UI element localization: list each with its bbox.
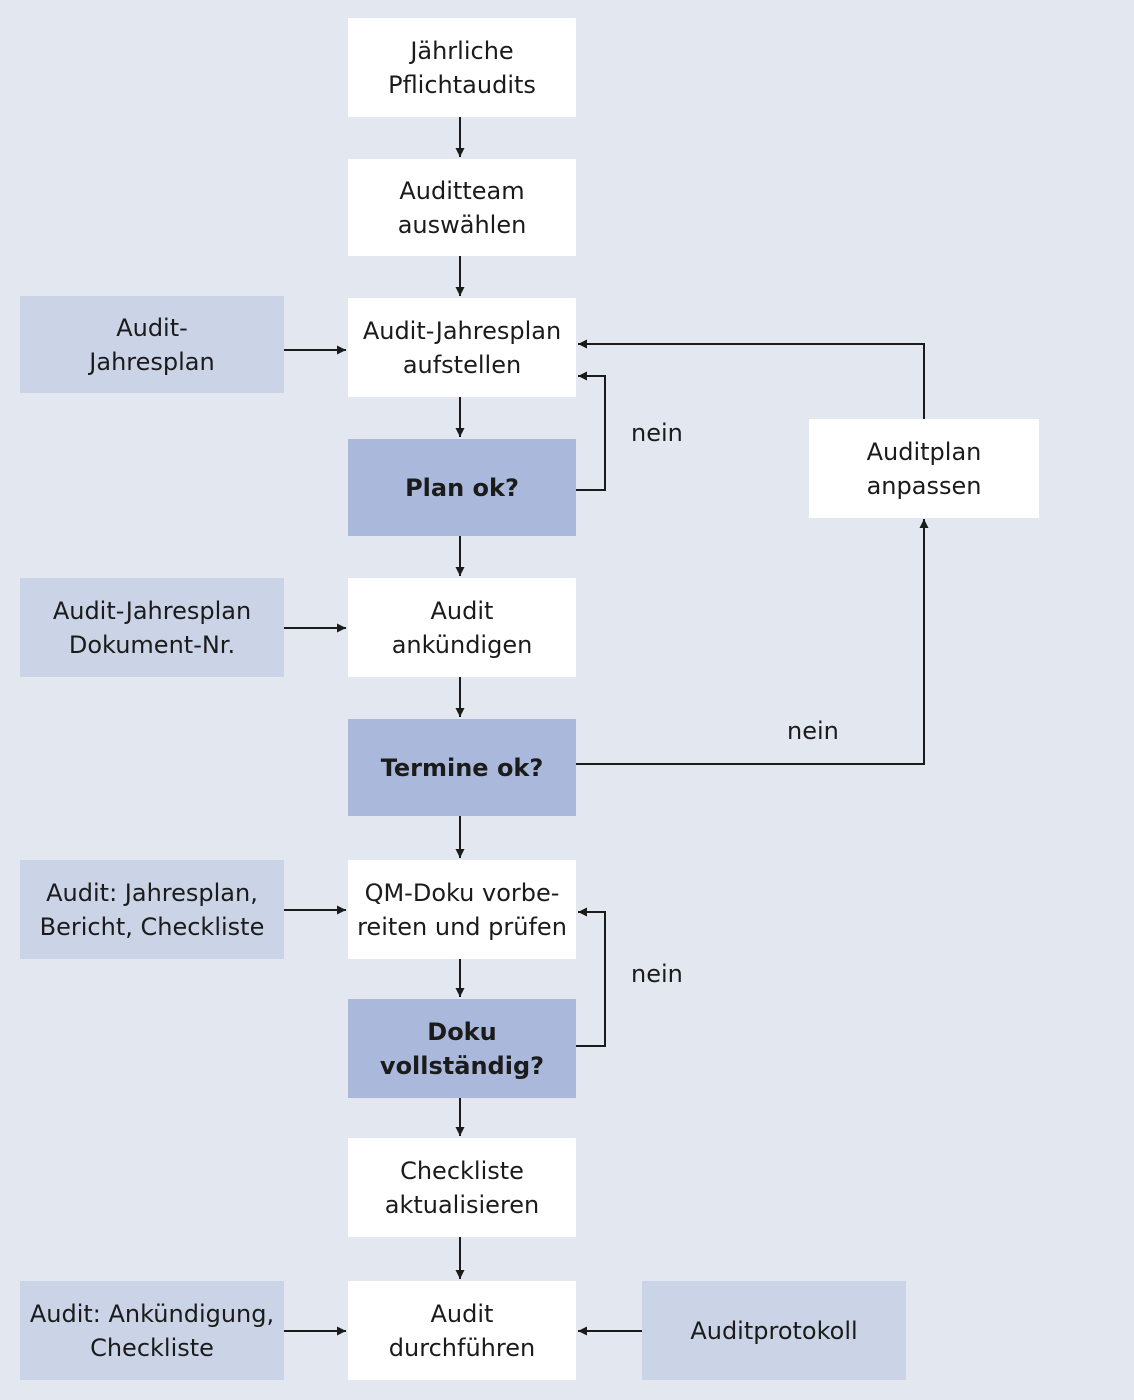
- step-jahresplan-aufstellen-line2: aufstellen: [402, 350, 522, 379]
- decision-plan-ok: Plan ok?: [348, 439, 576, 536]
- doc-jahresplan-bericht-line1: Audit: Jahresplan,: [46, 878, 258, 907]
- step-auditplan-anpassen-line1: Auditplan: [866, 437, 982, 466]
- loop-anpassen-to-jahresplan: [578, 339, 925, 419]
- label-nein-doku: nein: [631, 960, 683, 988]
- doc-ankuendigung-checkliste: Audit: Ankündigung, Checkliste: [20, 1281, 284, 1380]
- step-qm-doku-line2: reiten und prüfen: [357, 912, 567, 941]
- step-qm-doku-line1: QM-Doku vorbe-: [364, 878, 560, 907]
- decision-plan-ok-label: Plan ok?: [405, 473, 519, 502]
- doc-jahresplan-doknr-line1: Audit-Jahresplan: [52, 596, 252, 625]
- doc-jahresplan-line2: Jahresplan: [89, 347, 215, 376]
- doc-auditprotokoll: Auditprotokoll: [642, 1281, 906, 1380]
- step-checkliste: Checkliste aktualisieren: [348, 1138, 576, 1237]
- doc-jahresplan: Audit- Jahresplan: [20, 296, 284, 393]
- step-qm-doku: QM-Doku vorbe- reiten und prüfen: [348, 860, 576, 959]
- step-jahresplan-aufstellen: Audit-Jahresplan aufstellen: [348, 298, 576, 397]
- doc-jahresplan-doknr-line2: Dokument-Nr.: [68, 630, 236, 659]
- step-auditteam: Auditteam auswählen: [348, 159, 576, 256]
- label-nein-plan: nein: [631, 419, 683, 447]
- step-jahresplan-aufstellen-line1: Audit-Jahresplan: [362, 316, 562, 345]
- step-pflichtaudits: Jährliche Pflichtaudits: [348, 18, 576, 117]
- doc-jahresplan-bericht: Audit: Jahresplan, Bericht, Checkliste: [20, 860, 284, 959]
- step-durchfuehren-line2: durchführen: [388, 1333, 536, 1362]
- step-ankuendigen: Audit ankündigen: [348, 578, 576, 677]
- decision-termine-ok: Termine ok?: [348, 719, 576, 816]
- doc-jahresplan-bericht-line2: Bericht, Checkliste: [39, 912, 265, 941]
- decision-doku-vollstaendig-line2: vollständig?: [379, 1051, 545, 1080]
- step-durchfuehren-line1: Audit: [430, 1299, 494, 1328]
- step-checkliste-line2: aktualisieren: [384, 1190, 540, 1219]
- loop-doku-nein: [576, 907, 606, 1047]
- decision-termine-ok-label: Termine ok?: [380, 753, 544, 782]
- doc-auditprotokoll-label: Auditprotokoll: [690, 1316, 858, 1345]
- label-nein-termine: nein: [787, 717, 839, 745]
- doc-ankuendigung-checkliste-line1: Audit: Ankündigung,: [29, 1299, 275, 1328]
- decision-doku-vollstaendig-line1: Doku: [427, 1017, 497, 1046]
- loop-plan-nein: [576, 371, 606, 491]
- doc-jahresplan-line1: Audit-: [116, 313, 188, 342]
- step-auditteam-line2: auswählen: [397, 210, 527, 239]
- step-ankuendigen-line2: ankündigen: [391, 630, 533, 659]
- step-durchfuehren: Audit durchführen: [348, 1281, 576, 1380]
- decision-doku-vollstaendig: Doku vollständig?: [348, 999, 576, 1098]
- step-checkliste-line1: Checkliste: [400, 1156, 524, 1185]
- step-auditplan-anpassen: Auditplan anpassen: [809, 419, 1039, 518]
- doc-ankuendigung-checkliste-line2: Checkliste: [90, 1333, 214, 1362]
- step-auditplan-anpassen-line2: anpassen: [866, 471, 982, 500]
- step-pflichtaudits-line1: Jährliche: [410, 36, 514, 65]
- doc-jahresplan-doknr: Audit-Jahresplan Dokument-Nr.: [20, 578, 284, 677]
- step-ankuendigen-line1: Audit: [430, 596, 494, 625]
- step-auditteam-line1: Auditteam: [399, 176, 525, 205]
- loop-termine-nein: [576, 519, 929, 765]
- step-pflichtaudits-line2: Pflichtaudits: [388, 70, 536, 99]
